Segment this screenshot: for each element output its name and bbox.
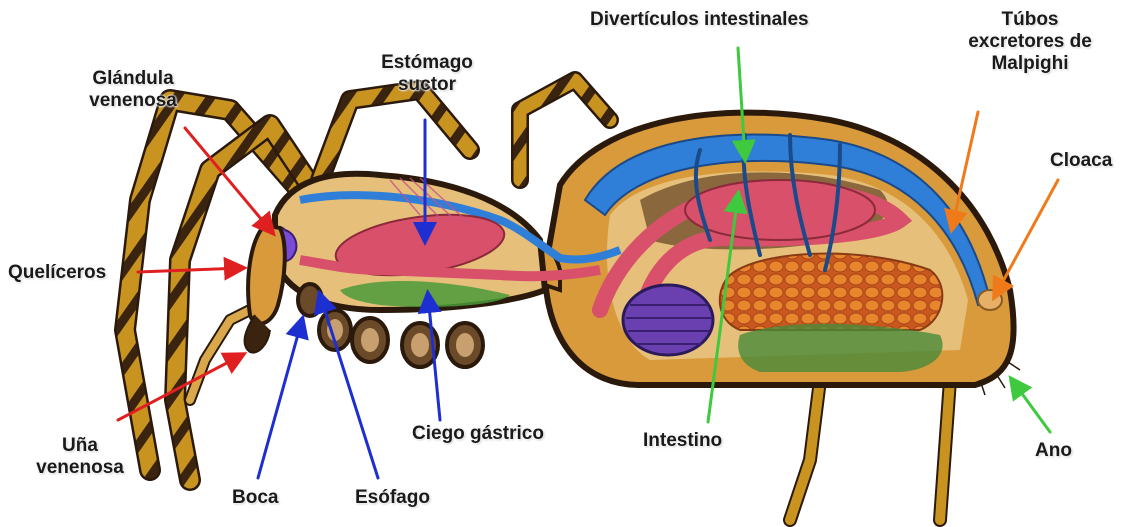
silk-glands xyxy=(720,254,943,330)
label-tubos-malpighi: Túbos excretores de Malpighi xyxy=(950,9,1110,75)
label-cloaca: Cloaca xyxy=(1050,150,1112,172)
cloaca xyxy=(978,290,1002,310)
label-diverticulos-intestinales: Divertículos intestinales xyxy=(590,9,809,31)
arrow-queliceros xyxy=(138,268,242,272)
arrow-ano xyxy=(1012,380,1050,432)
chelicera xyxy=(245,225,285,353)
arrow-cloaca xyxy=(995,180,1058,296)
label-queliceros: Quelíceros xyxy=(8,262,106,284)
label-glandula-venenosa: Glándula venenosa xyxy=(68,68,198,112)
label-estomago-suctor: Estómago suctor xyxy=(362,52,492,96)
label-una-venenosa: Uña venenosa xyxy=(25,435,135,479)
label-boca: Boca xyxy=(232,487,278,509)
label-intestino: Intestino xyxy=(643,430,722,452)
label-ciego-gastrico: Ciego gástrico xyxy=(412,423,544,445)
label-esofago: Esófago xyxy=(355,487,430,509)
label-ano: Ano xyxy=(1035,440,1072,462)
